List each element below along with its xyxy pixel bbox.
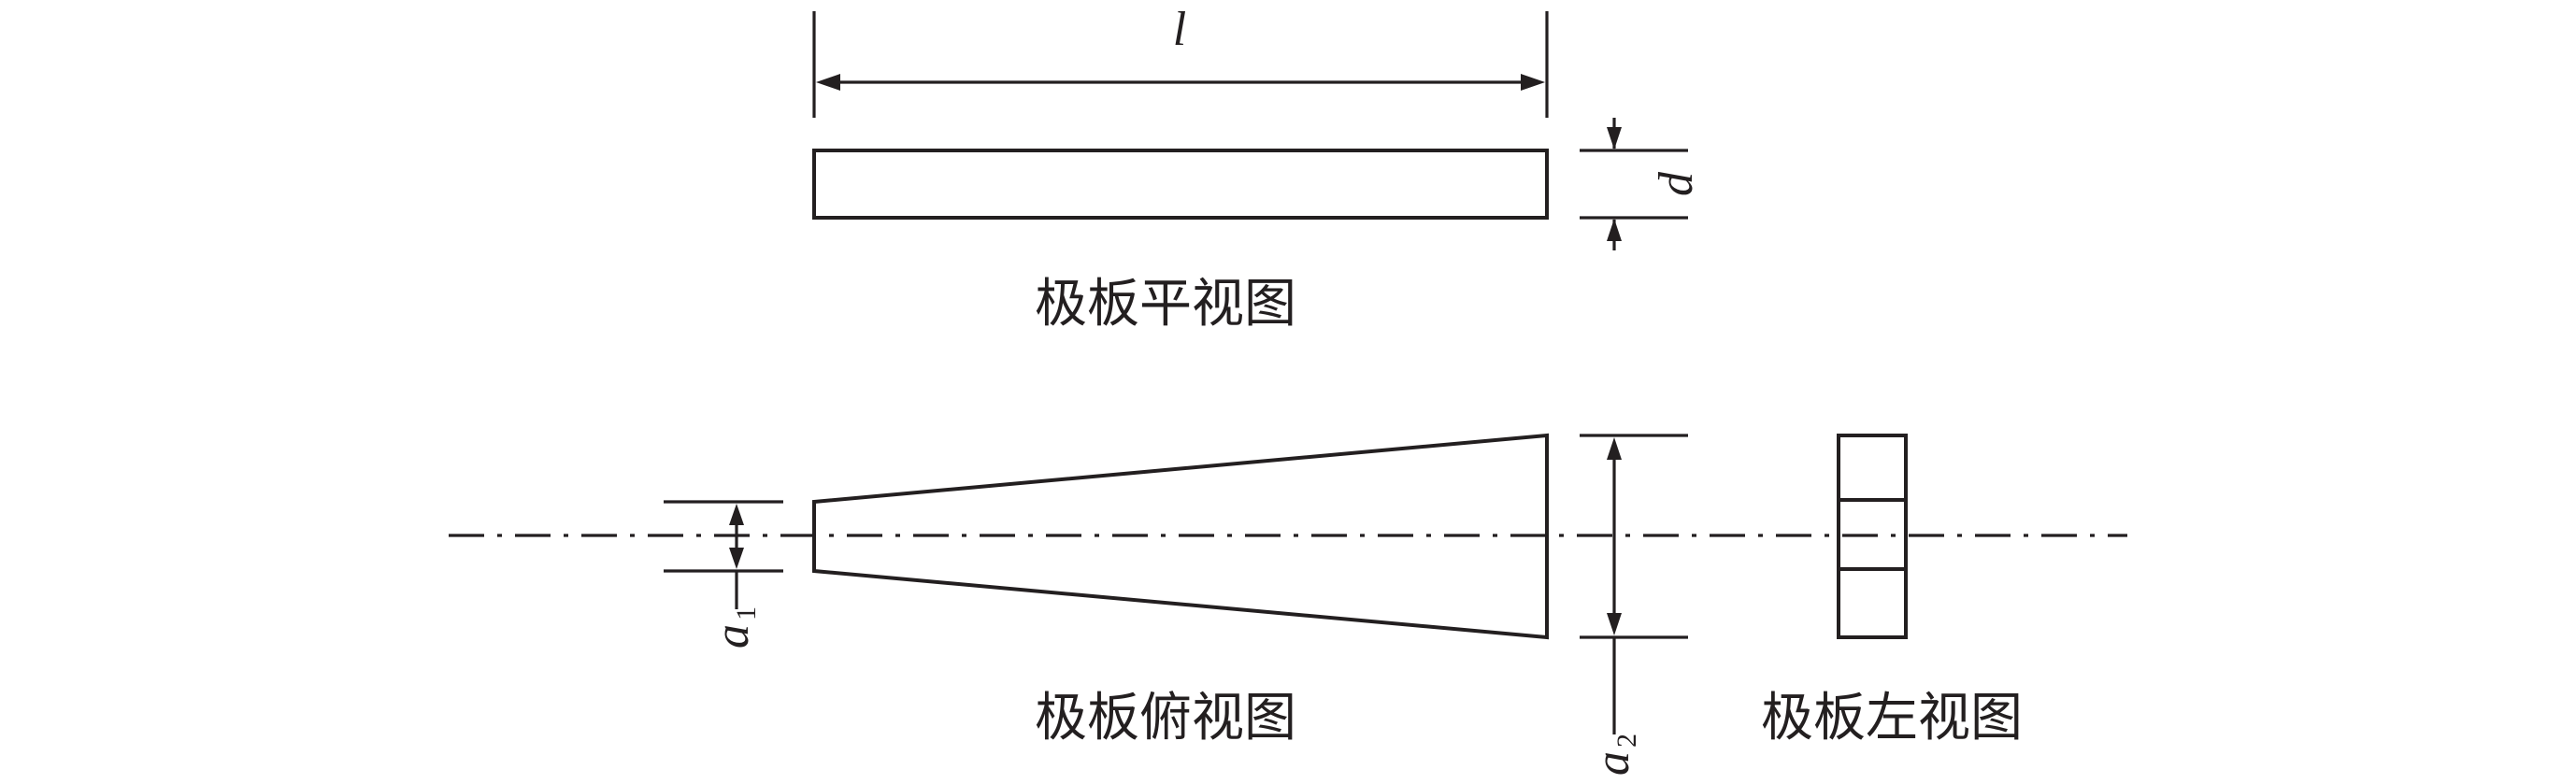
- svg-text:a: a: [1586, 751, 1639, 776]
- a2-arrow-bottom: [1607, 613, 1622, 635]
- svg-text:1: 1: [731, 606, 762, 620]
- thickness-label: d: [1650, 171, 1703, 196]
- caption-front-view: 极板平视图: [1035, 274, 1296, 335]
- svg-text:a: a: [706, 624, 759, 649]
- plate-front-rect: [812, 149, 1549, 220]
- left-view: 极板左视图: [1761, 434, 2023, 748]
- a1-arrow-top: [729, 504, 744, 525]
- length-arrow-right: [1521, 74, 1545, 91]
- plate-left-rect: [1837, 434, 1908, 639]
- caption-left-view: 极板左视图: [1761, 688, 2023, 748]
- plate-top-trapezoid: [812, 433, 1549, 640]
- length-arrow-left: [816, 74, 840, 91]
- svg-text:2: 2: [1611, 734, 1642, 748]
- a1-label: a 1: [706, 606, 762, 649]
- caption-top-view: 极板俯视图: [1035, 688, 1296, 748]
- a1-arrow-bottom: [729, 548, 744, 569]
- thickness-arrow-top: [1607, 127, 1622, 150]
- length-label: l: [1173, 3, 1186, 56]
- a2-arrow-top: [1607, 437, 1622, 460]
- front-view: l d 极板平视图: [812, 3, 1703, 335]
- thickness-arrow-bottom: [1607, 219, 1622, 241]
- top-view: a 1 a 2 极板俯视图: [664, 433, 1688, 776]
- a2-label: a 2: [1586, 734, 1642, 776]
